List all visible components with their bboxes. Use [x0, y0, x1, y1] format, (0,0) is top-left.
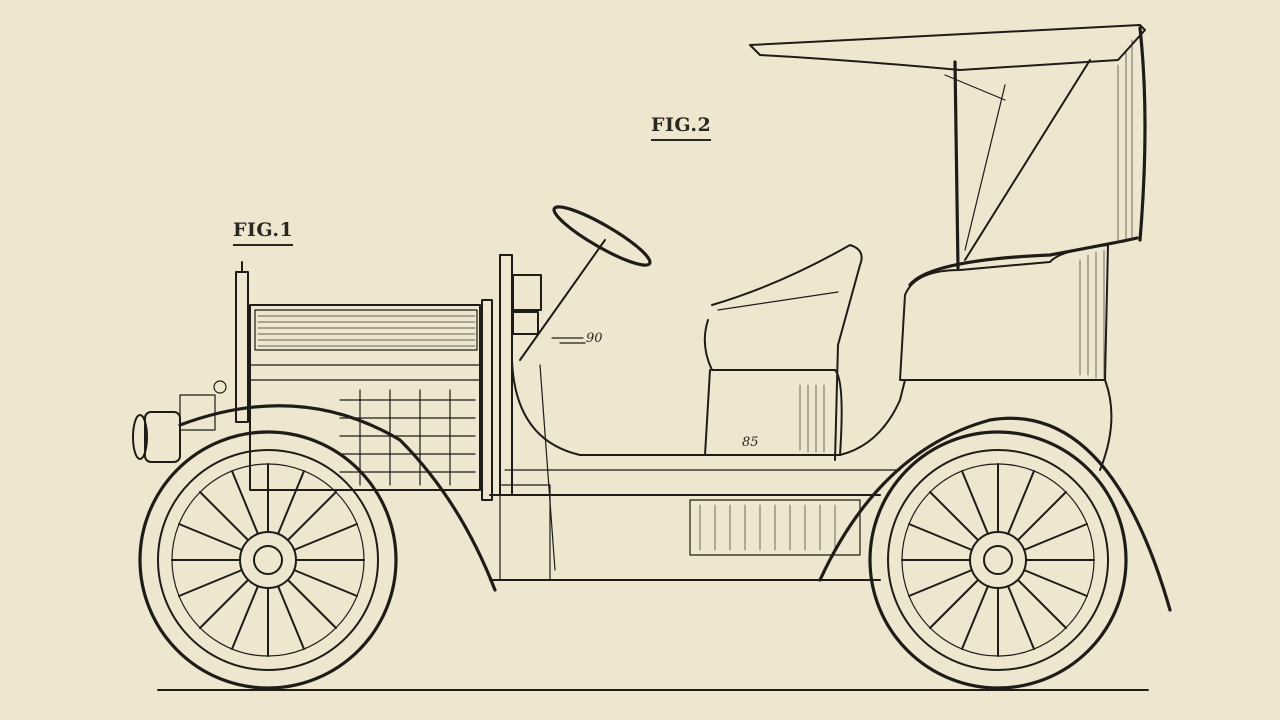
side-lamp	[512, 274, 542, 335]
leader-lines	[551, 337, 586, 344]
front-fender	[178, 404, 497, 592]
rear-body	[899, 236, 1139, 471]
headlamp	[132, 380, 227, 463]
rear-wheel	[868, 430, 1128, 690]
body-frame	[489, 359, 906, 581]
front-seat	[703, 244, 863, 461]
fig2-label: FIG.2	[651, 114, 712, 141]
rear-fender	[818, 416, 1172, 612]
front-wheel	[138, 430, 398, 690]
reference-numeral-steering: 90	[586, 331, 603, 346]
engine-hood	[235, 254, 513, 501]
canopy-top	[749, 24, 1147, 270]
fig1-label: FIG.1	[233, 219, 294, 246]
steering-wheel	[519, 205, 652, 571]
reference-numeral-seat: 85	[742, 435, 759, 450]
